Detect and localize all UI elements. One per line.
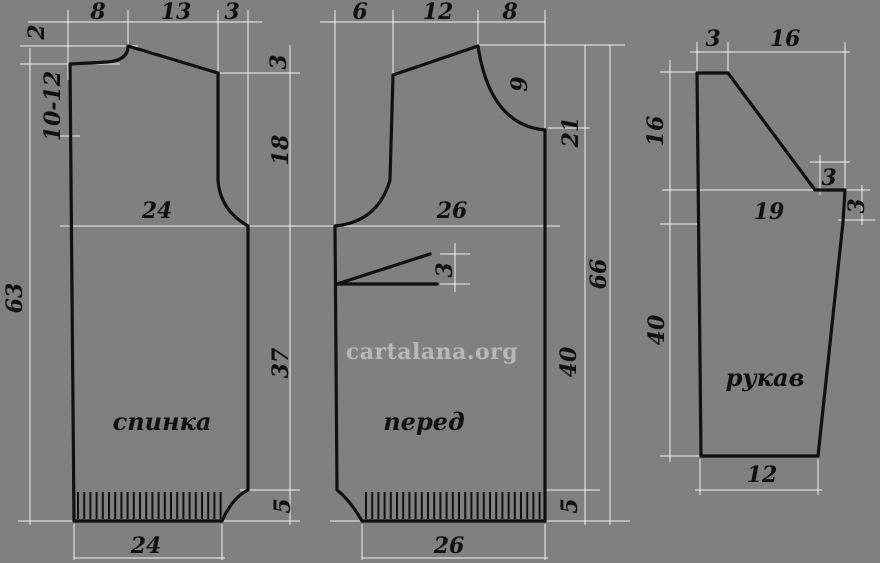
back-shoulder-to-armhole-label: 3 — [266, 54, 292, 69]
sleeve-labels: 3 16 16 3 19 3 40 12 рукав — [643, 26, 870, 488]
sleeve-step-right-label: 3 — [844, 198, 870, 213]
front-top-shoulder-label: 6 — [352, 0, 367, 25]
sleeve-width-label: 19 — [754, 199, 785, 225]
front-piece-outline — [333, 44, 547, 523]
back-piece-outline — [68, 44, 250, 523]
sleeve-cap-height-label: 16 — [643, 116, 669, 147]
sleeve-outline — [695, 71, 847, 458]
sleeve-length-label: 40 — [644, 314, 670, 345]
sleeve-top-right-label: 16 — [770, 26, 801, 52]
back-width-label: 24 — [141, 198, 173, 224]
front-total-height-label: 66 — [586, 259, 612, 290]
front-armhole-depth-label: 21 — [558, 117, 584, 149]
front-top-neck-label: 12 — [423, 0, 454, 25]
front-piece-name: перед — [383, 407, 464, 436]
back-neck-drop-label: 2 — [24, 24, 50, 40]
back-rib-height-label: 5 — [270, 498, 296, 513]
front-top-edge-label: 8 — [501, 0, 517, 25]
back-piece-name: спинка — [113, 407, 212, 436]
front-width-label: 26 — [436, 198, 468, 224]
sleeve-step-label: 3 — [821, 165, 836, 191]
watermark: cartalana.org — [346, 339, 518, 365]
back-shoulder-slope-label: 10-12 — [40, 71, 66, 141]
back-top-neck-label: 13 — [161, 0, 192, 25]
back-top-edge-label: 3 — [224, 0, 239, 25]
front-neck-depth-label: 9 — [507, 76, 533, 91]
back-armhole-depth-label: 18 — [268, 135, 294, 166]
front-rib-height-label: 5 — [557, 498, 583, 513]
back-top-shoulder-label: 8 — [89, 0, 105, 25]
front-side-length-label: 40 — [556, 346, 582, 377]
sleeve-cuff-width-label: 12 — [747, 462, 778, 488]
front-dart — [335, 252, 439, 286]
sleeve-piece-name: рукав — [726, 363, 805, 392]
back-side-length-label: 37 — [268, 347, 294, 378]
back-total-height-label: 63 — [2, 283, 28, 314]
front-hem-width-label: 26 — [433, 533, 465, 559]
back-labels: 8 13 3 2 10-12 63 3 18 24 37 5 24 спинка — [2, 0, 296, 559]
front-rib — [365, 492, 541, 519]
back-hem-width-label: 24 — [130, 533, 162, 559]
sleeve-top-left-label: 3 — [705, 26, 720, 52]
back-rib — [77, 492, 222, 519]
front-dart-label: 3 — [432, 262, 458, 277]
front-labels: 6 12 8 9 21 66 26 3 40 5 26 перед — [352, 0, 612, 559]
